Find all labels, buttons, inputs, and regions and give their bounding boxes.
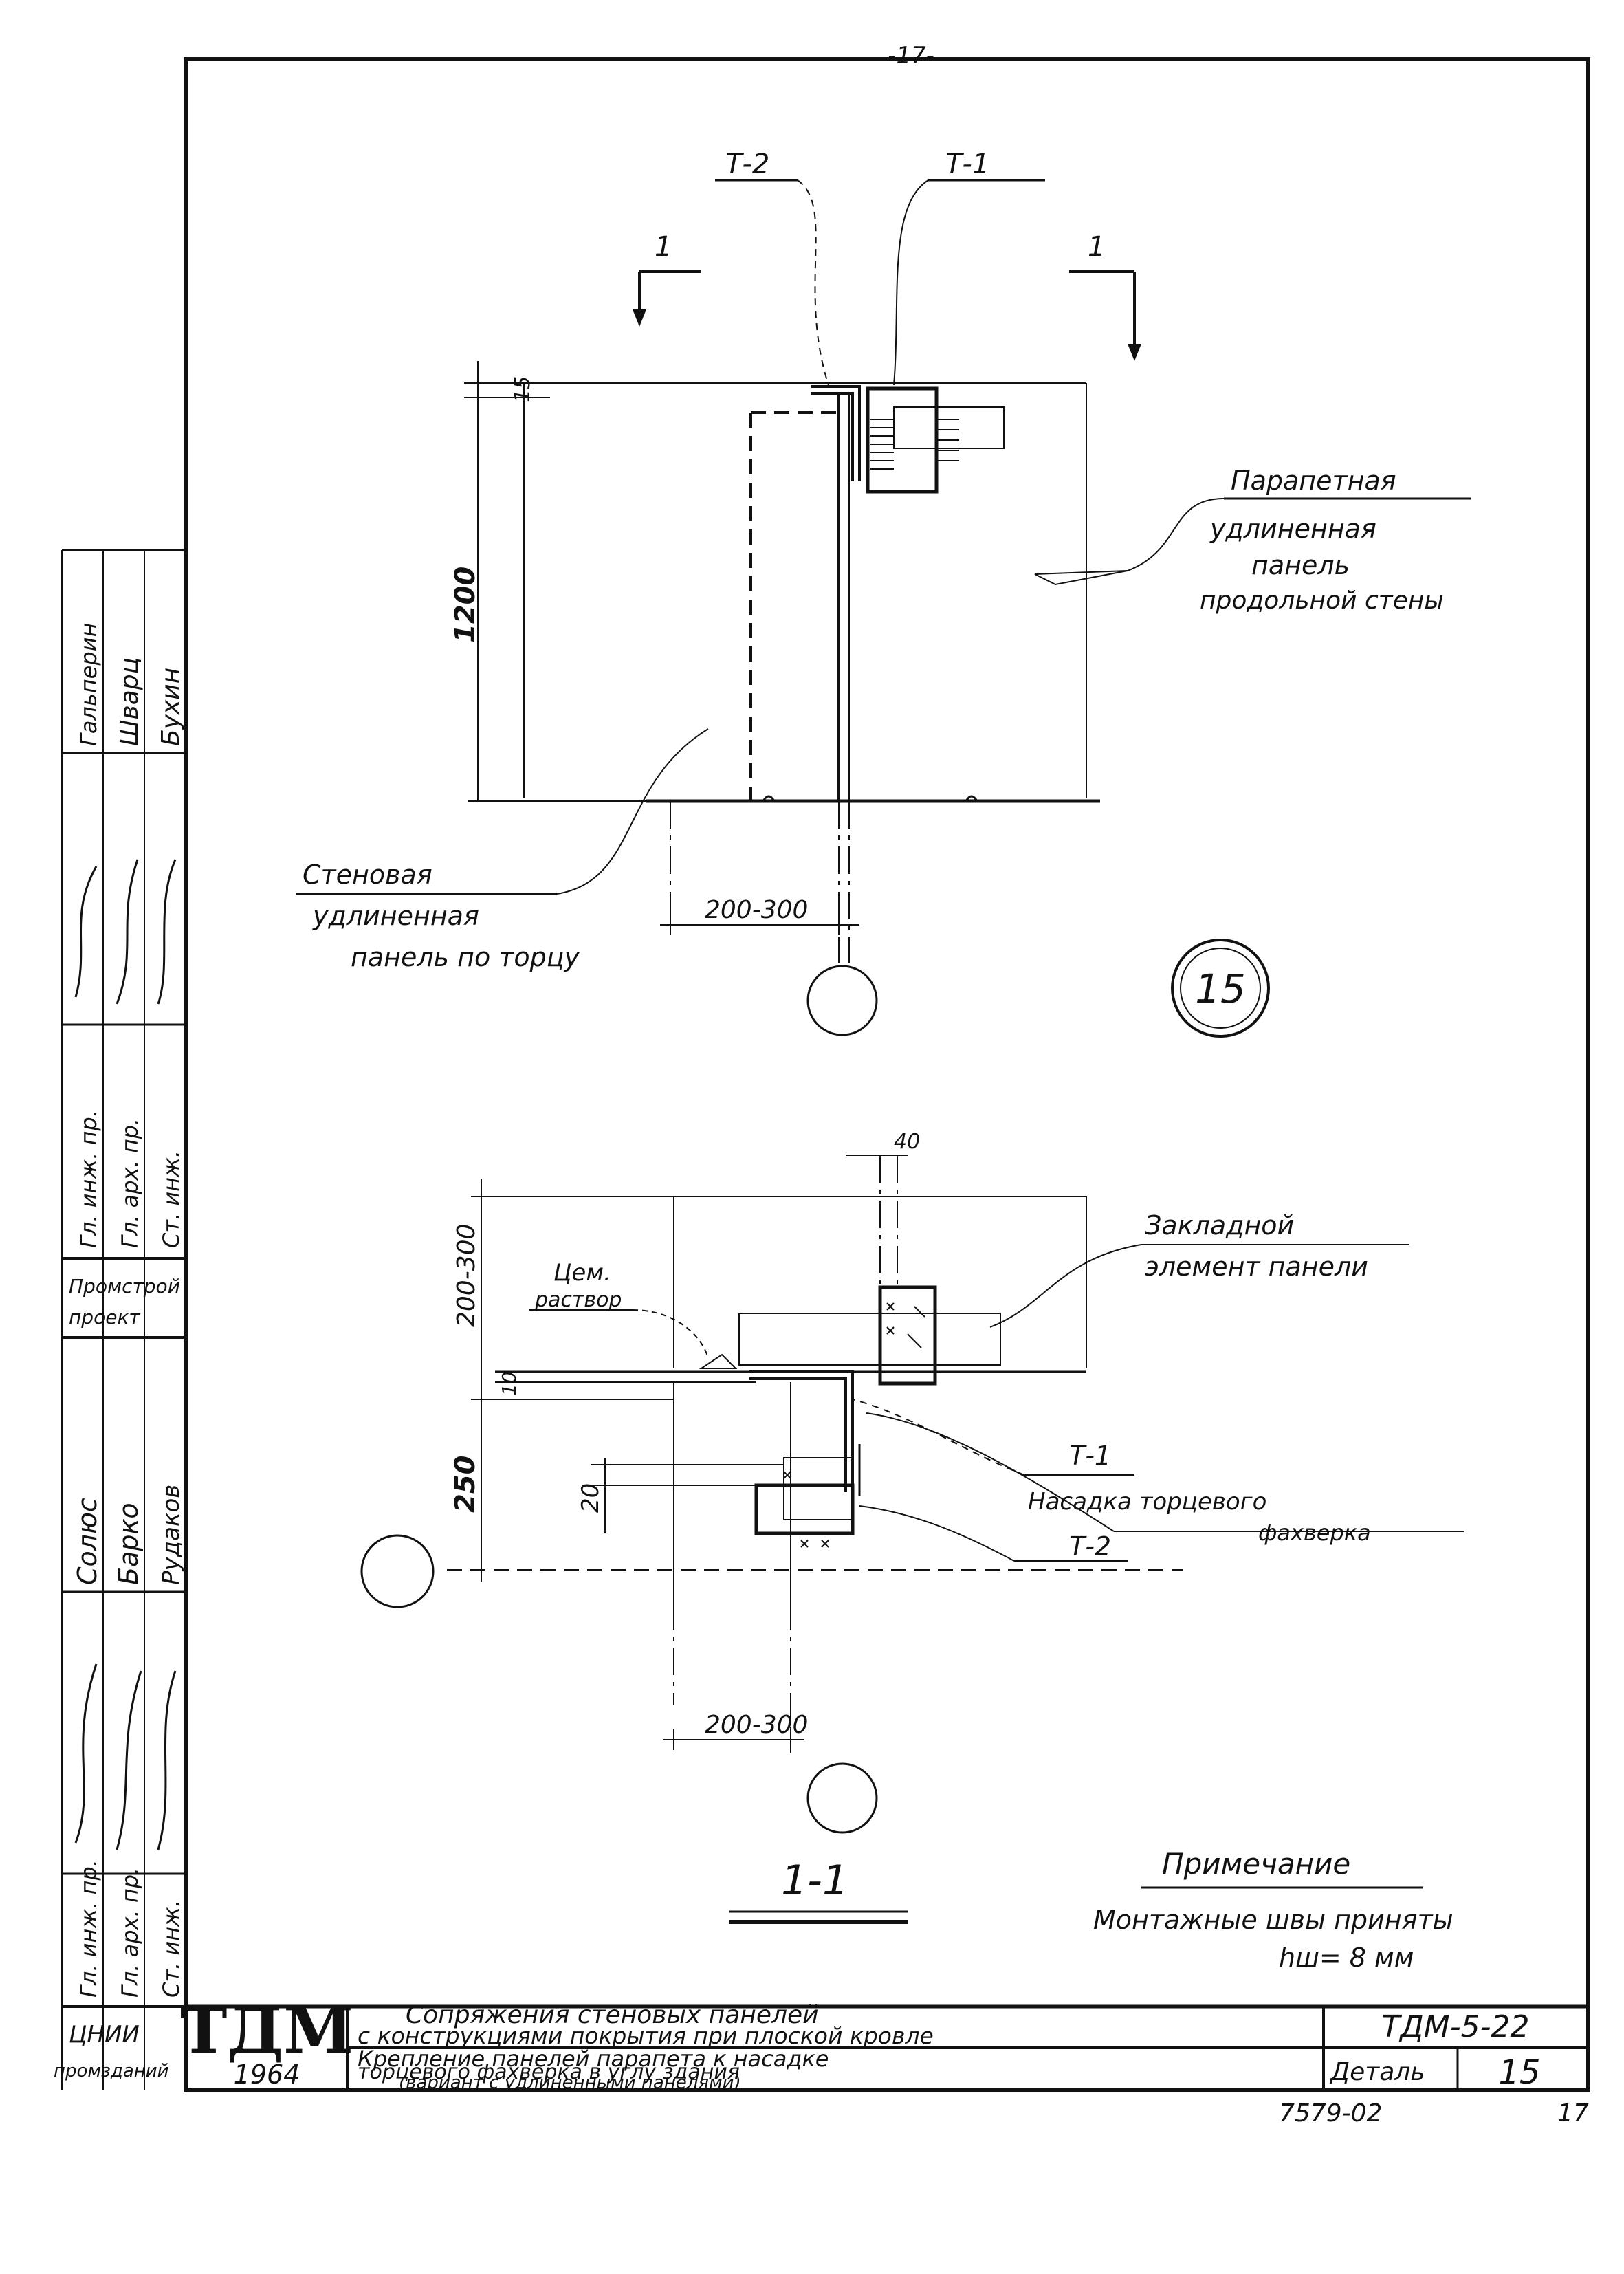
detail-number-bubble: 15	[1171, 939, 1270, 1038]
org-lower-line2: промзданий	[54, 2061, 169, 2081]
side-stamp: Гл. инж. пр. Гл. арх. пр. Ст. инж. Гальп…	[54, 549, 186, 2090]
dim-40-label: 40	[894, 1130, 920, 1154]
lower-name-3: Рудаков	[157, 1485, 185, 1585]
footer-code: 7579-02	[1279, 2099, 1382, 2128]
label-parapet-line1: Парапетная	[1231, 466, 1396, 496]
title-year: 1964	[234, 2059, 300, 2090]
section-hatch-lower	[783, 1471, 829, 1548]
lower-role-2: Гл. арх. пр.	[117, 1868, 143, 1998]
dim-250-label: 250	[450, 1456, 481, 1513]
axis-bubble-plan	[806, 965, 878, 1036]
note-line1: Монтажные швы приняты	[1093, 1905, 1453, 1935]
section-marker-left: 1	[655, 231, 672, 263]
callout-t2-plan: Т-2	[725, 149, 769, 180]
label-cement-line1: Цем.	[553, 1259, 611, 1287]
section-view: 40 200-300 10 250 20 200-300 Цем. раство…	[360, 1130, 1464, 1924]
detail-value: 15	[1498, 2053, 1540, 2092]
upper-role-2: Гл. арх. пр.	[117, 1118, 143, 1248]
callout-t2-section: Т-2	[1069, 1531, 1111, 1562]
axis-bubble-bottom	[806, 1762, 878, 1834]
label-cap-line1: Насадка торцевого	[1028, 1488, 1266, 1516]
note-heading: Примечание	[1162, 1847, 1350, 1881]
note-block: Примечание Монтажные швы приняты hш= 8 м…	[1093, 1847, 1453, 1973]
dim-15-label: 15	[511, 376, 535, 402]
dim-10-label: 10	[498, 1371, 520, 1396]
upper-role-3: Ст. инж.	[158, 1150, 184, 1248]
detail-number: 15	[1195, 965, 1246, 1012]
dim-200-300-section-bottom: 200-300	[705, 1711, 808, 1739]
label-cement-line2: раствор	[534, 1288, 622, 1312]
footer-page: 17	[1557, 2099, 1589, 2128]
label-wall-line2: удлиненная	[312, 901, 479, 931]
lower-role-1: Гл. инж. пр.	[76, 1859, 102, 1998]
upper-name-2: Шварц	[116, 657, 144, 746]
detail-label: Деталь	[1329, 2058, 1425, 2086]
title-line1: Сопряжения стеновых панелей	[406, 2001, 819, 2029]
label-embed-line1: Закладной	[1145, 1210, 1294, 1240]
label-parapet-line4: продольной стены	[1200, 587, 1444, 615]
lower-role-3: Ст. инж.	[158, 1900, 184, 1998]
dim-200-300-section-top: 200-300	[452, 1224, 481, 1327]
plan-view: 15 1200 200-300 1 1 Т-2 Т-1 Парапетная у…	[296, 149, 1471, 1036]
label-parapet-line3: панель	[1251, 550, 1350, 580]
upper-name-3: Бухин	[157, 668, 185, 746]
label-embed-line2: элемент панели	[1145, 1251, 1368, 1282]
page-number: -17-	[888, 42, 934, 69]
org-upper-line2: проект	[69, 1306, 140, 1329]
callout-t1-section: Т-1	[1069, 1441, 1111, 1471]
title-block: ТДМ 1964 Сопряжения стеновых панелей с к…	[180, 1993, 1589, 2128]
drawing-code: ТДМ-5-22	[1382, 2009, 1530, 2044]
dim-200-300-plan: 200-300	[705, 896, 808, 924]
section-title: 1-1	[781, 1857, 848, 1905]
tdm-logo: ТДМ	[180, 1993, 353, 2068]
subtitle-line3: (вариант с удлиненными панелями)	[399, 2073, 741, 2093]
lower-name-1: Солюс	[72, 1498, 102, 1585]
subtitle-line1: Крепление панелей парапета к насадке	[358, 2046, 829, 2072]
section-marker-right: 1	[1088, 231, 1105, 263]
drawing-frame	[184, 57, 1590, 2092]
label-parapet-line2: удлиненная	[1209, 514, 1376, 544]
dim-20-label: 20	[577, 1483, 604, 1513]
title-line2: с конструкциями покрытия при плоской кро…	[358, 2022, 934, 2049]
signature-lower	[74, 1663, 177, 1850]
dim-1200-label: 1200	[450, 567, 481, 643]
signature-upper	[74, 859, 177, 1005]
subtitle-line2: торцевого фахверка в углу здания	[358, 2060, 740, 2084]
lower-name-2: Барко	[113, 1502, 144, 1585]
upper-name-1: Гальперин	[76, 623, 102, 746]
org-lower-line1: ЦНИИ	[69, 2021, 140, 2048]
callout-t1-plan: Т-1	[945, 149, 989, 180]
t1-hatching	[870, 419, 959, 470]
org-upper-line1: Промстрой	[69, 1275, 180, 1298]
label-cap-line2: фахверка	[1258, 1520, 1371, 1546]
label-wall-line1: Стеновая	[303, 860, 432, 890]
label-wall-line3: панель по торцу	[351, 942, 580, 972]
note-line2: hш= 8 мм	[1279, 1943, 1414, 1973]
axis-bubble-left	[360, 1534, 435, 1608]
upper-role-1: Гл. инж. пр.	[76, 1110, 102, 1248]
section-hatch-upper	[886, 1302, 925, 1348]
